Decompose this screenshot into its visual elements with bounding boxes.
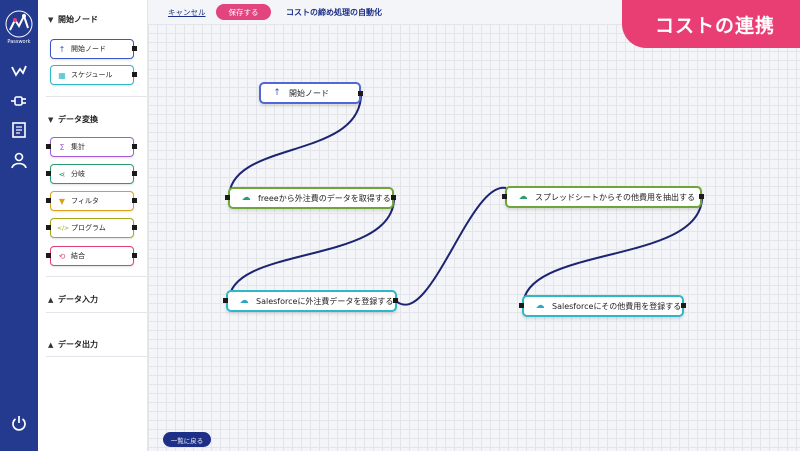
merge-icon: ⟲ bbox=[58, 251, 66, 261]
node-label: Salesforceに外注費データを登録する bbox=[256, 296, 394, 306]
plug-icon[interactable] bbox=[10, 92, 28, 110]
palette-item-label: 結合 bbox=[71, 252, 85, 260]
output-port[interactable] bbox=[699, 194, 704, 199]
chevron-down-icon: ▼ bbox=[48, 115, 54, 124]
section-label: データ入力 bbox=[58, 295, 98, 304]
save-button[interactable]: 保存する bbox=[216, 4, 271, 20]
cancel-link[interactable]: キャンセル bbox=[168, 8, 206, 17]
output-port[interactable] bbox=[132, 72, 137, 77]
power-icon[interactable] bbox=[10, 414, 28, 432]
section-data-transform[interactable]: ▼ データ変換 bbox=[48, 114, 98, 125]
node-freee[interactable]: ☁ freeeから外注費のデータを取得する bbox=[228, 187, 394, 209]
input-port[interactable] bbox=[502, 194, 507, 199]
chevron-up-icon: ▲ bbox=[48, 295, 54, 304]
node-label: freeeから外注費のデータを取得する bbox=[258, 193, 391, 203]
cloud-icon: ☁ bbox=[239, 296, 249, 306]
output-port[interactable] bbox=[132, 253, 137, 258]
section-label: データ出力 bbox=[58, 340, 98, 349]
palette-item-label: 分岐 bbox=[71, 170, 85, 178]
chevron-down-icon: ▼ bbox=[48, 15, 54, 24]
palette-item-merge[interactable]: ⟲ 結合 bbox=[50, 246, 134, 266]
palette-item-branch[interactable]: ⋖ 分岐 bbox=[50, 164, 134, 184]
node-label: スプレッドシートからその他費用を抽出する bbox=[535, 192, 695, 202]
section-data-output[interactable]: ▲ データ出力 bbox=[48, 339, 98, 350]
node-start[interactable]: ↑ 開始ノード bbox=[259, 82, 361, 104]
node-label: Salesforceにその他費用を登録する bbox=[552, 301, 682, 311]
output-port[interactable] bbox=[358, 91, 363, 96]
arrow-up-icon: ↑ bbox=[273, 88, 281, 98]
chevron-up-icon: ▲ bbox=[48, 340, 54, 349]
divider bbox=[46, 276, 180, 277]
app-rail: Passwork bbox=[0, 0, 38, 451]
input-port[interactable] bbox=[46, 144, 51, 149]
divider bbox=[46, 96, 180, 97]
section-label: 開始ノード bbox=[58, 15, 98, 24]
palette-item-label: フィルタ bbox=[71, 197, 99, 205]
node-salesforce-outsourcing[interactable]: ☁ Salesforceに外注費データを登録する bbox=[226, 290, 397, 312]
output-port[interactable] bbox=[681, 303, 686, 308]
arrow-up-icon: ↑ bbox=[58, 44, 66, 54]
flow-canvas[interactable] bbox=[148, 24, 800, 451]
filter-icon: ▼ bbox=[58, 196, 66, 206]
palette-item-label: プログラム bbox=[71, 224, 106, 232]
section-start-nodes[interactable]: ▼ 開始ノード bbox=[48, 14, 98, 25]
input-port[interactable] bbox=[46, 253, 51, 258]
palette-item-schedule[interactable]: ▦ スケジュール bbox=[50, 65, 134, 85]
palette-item-label: 開始ノード bbox=[71, 45, 106, 53]
input-port[interactable] bbox=[46, 198, 51, 203]
cloud-icon: ☁ bbox=[241, 193, 251, 203]
palette-item-start-node[interactable]: ↑ 開始ノード bbox=[50, 39, 134, 59]
palette-item-label: 集計 bbox=[71, 143, 85, 151]
section-label: データ変換 bbox=[58, 115, 98, 124]
input-port[interactable] bbox=[46, 171, 51, 176]
output-port[interactable] bbox=[391, 195, 396, 200]
section-data-input[interactable]: ▲ データ入力 bbox=[48, 294, 98, 305]
divider bbox=[46, 312, 180, 313]
output-port[interactable] bbox=[132, 198, 137, 203]
input-port[interactable] bbox=[46, 225, 51, 230]
code-icon: </> bbox=[57, 224, 70, 232]
feature-banner: コストの連携 bbox=[622, 0, 800, 48]
output-port[interactable] bbox=[393, 298, 398, 303]
palette-item-label: スケジュール bbox=[71, 71, 113, 79]
input-port[interactable] bbox=[519, 303, 524, 308]
user-icon[interactable] bbox=[10, 151, 28, 169]
chart-icon[interactable] bbox=[10, 62, 28, 80]
palette-item-aggregate[interactable]: Σ 集計 bbox=[50, 137, 134, 157]
output-port[interactable] bbox=[132, 171, 137, 176]
branch-icon: ⋖ bbox=[58, 169, 66, 179]
input-port[interactable] bbox=[223, 298, 228, 303]
palette-item-filter[interactable]: ▼ フィルタ bbox=[50, 191, 134, 211]
node-salesforce-other[interactable]: ☁ Salesforceにその他費用を登録する bbox=[522, 295, 684, 317]
cloud-icon: ☁ bbox=[518, 192, 528, 202]
output-port[interactable] bbox=[132, 225, 137, 230]
passwork-logo[interactable] bbox=[3, 8, 35, 42]
palette-item-program[interactable]: </> プログラム bbox=[50, 218, 134, 238]
node-label: 開始ノード bbox=[289, 88, 329, 98]
output-port[interactable] bbox=[132, 144, 137, 149]
back-to-list-button[interactable]: 一覧に戻る bbox=[163, 432, 211, 447]
sigma-icon: Σ bbox=[59, 142, 65, 152]
logo-text: Passwork bbox=[7, 39, 31, 45]
input-port[interactable] bbox=[225, 195, 230, 200]
output-port[interactable] bbox=[132, 46, 137, 51]
cloud-icon: ☁ bbox=[535, 301, 545, 311]
flow-title: コストの締め処理の自動化 bbox=[286, 8, 382, 17]
calendar-icon: ▦ bbox=[58, 70, 66, 80]
node-palette: ▼ 開始ノード ↑ 開始ノード ▦ スケジュール ▼ データ変換 Σ 集計 ⋖ … bbox=[38, 0, 180, 451]
node-spreadsheet[interactable]: ☁ スプレッドシートからその他費用を抽出する bbox=[505, 186, 702, 208]
divider bbox=[46, 356, 180, 357]
document-icon[interactable] bbox=[10, 121, 28, 139]
